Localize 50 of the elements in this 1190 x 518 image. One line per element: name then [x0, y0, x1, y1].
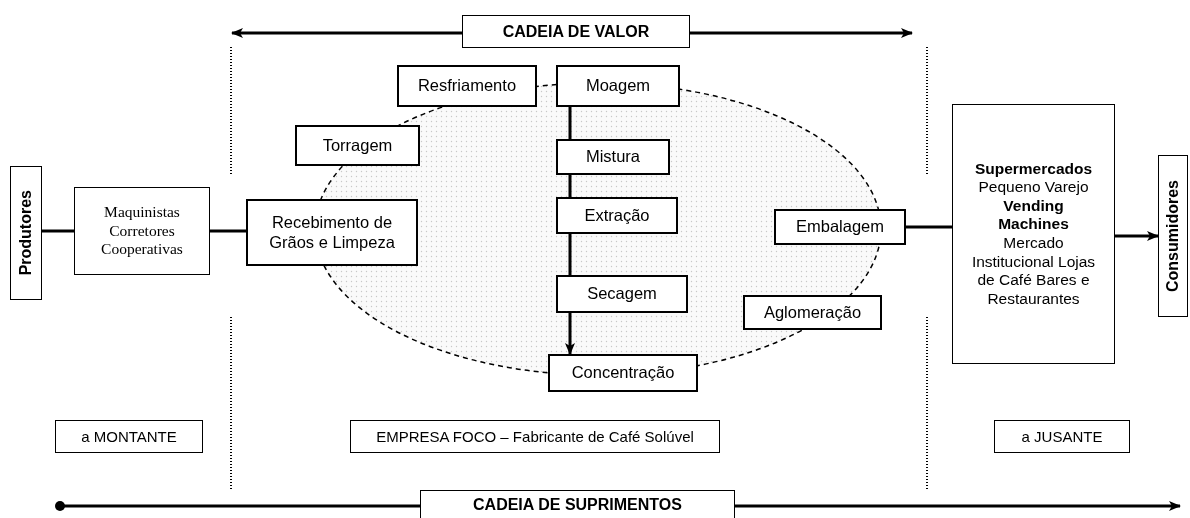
- box-label: Moagem: [585, 76, 651, 96]
- region-label-box: [55, 420, 203, 453]
- vertical-label-box: [10, 166, 42, 300]
- arrow: [1115, 231, 1159, 241]
- box-label: Consumidores: [1163, 180, 1183, 292]
- region-label-box: [994, 420, 1130, 453]
- process-box: [743, 295, 882, 330]
- box-label: Secagem: [587, 284, 657, 304]
- box-label: Extração: [584, 205, 650, 226]
- box-label: Recebimento de Grãos e Limpeza: [268, 212, 396, 253]
- box-label: a JUSANTE: [1021, 427, 1103, 446]
- arrow: [565, 313, 575, 355]
- box-label: CADEIA DE SUPRIMENTOS: [473, 495, 682, 515]
- region-label-box: [350, 420, 720, 453]
- box-label: Resfriamento: [417, 76, 517, 96]
- process-box: [397, 65, 537, 107]
- connector-line: [568, 175, 572, 197]
- box-label: Supermercados Pequeno Varejo Vending Machines Mercado Institucional Lojas de Café Bares e Restaurantes: [970, 159, 1097, 309]
- process-box: [246, 199, 418, 266]
- box-label: Maquinistas Corretores Cooperativas: [100, 203, 184, 259]
- process-box: [295, 125, 420, 166]
- box-label: EMPRESA FOCO – Fabricante de Café Solúvel: [376, 427, 694, 446]
- box-label: Aglomeração: [763, 302, 862, 323]
- connector-line: [55, 501, 420, 511]
- box-label: CADEIA DE VALOR: [502, 21, 650, 42]
- box-label: Concentração: [571, 363, 675, 383]
- box-label: Mistura: [585, 147, 641, 167]
- connector-line: [568, 107, 572, 139]
- vertical-label-box: [1158, 155, 1188, 317]
- intermediary-box: [74, 187, 210, 275]
- process-box: [556, 197, 678, 234]
- box-label: Embalagem: [795, 217, 884, 237]
- arrow: [690, 28, 913, 38]
- box-label: Produtores: [16, 190, 36, 276]
- arrow: [735, 501, 1181, 511]
- arrow: [231, 28, 462, 38]
- process-box: [556, 275, 688, 313]
- connector-line: [42, 229, 74, 233]
- box-label: a MONTANTE: [81, 427, 177, 446]
- process-box: [556, 65, 680, 107]
- title-box: [462, 15, 690, 48]
- title-box: [420, 490, 735, 518]
- connector-line: [906, 225, 952, 229]
- process-box: [548, 354, 698, 392]
- process-box: [556, 139, 670, 175]
- retail-box: [952, 104, 1115, 364]
- box-label: Torragem: [322, 135, 393, 156]
- connector-line: [210, 229, 246, 233]
- connector-line: [568, 234, 572, 275]
- process-box: [774, 209, 906, 245]
